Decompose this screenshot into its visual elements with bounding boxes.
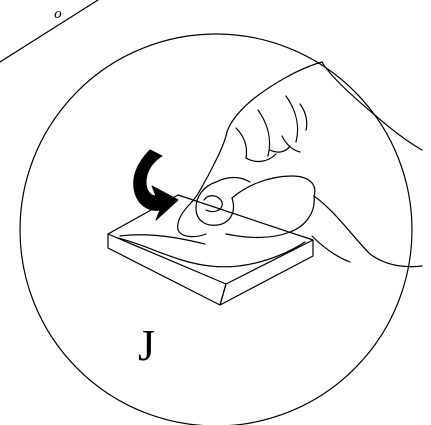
callout-line [0,0,98,62]
detail-circle [20,34,412,425]
corner-label: o [54,7,62,22]
step-label: J [138,321,155,370]
curved-rotate-arrow-icon [134,150,178,220]
